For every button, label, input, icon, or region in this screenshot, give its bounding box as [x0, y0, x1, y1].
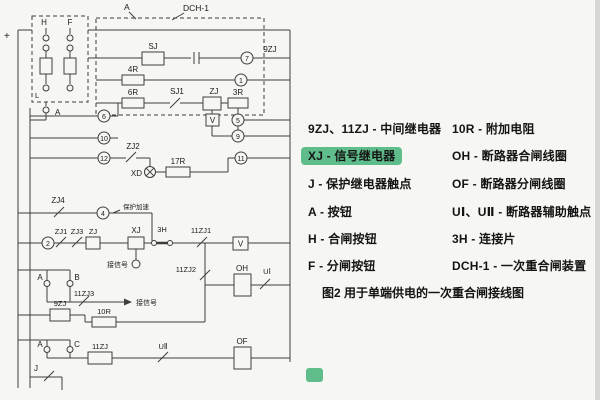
label-xj: XJ: [131, 226, 140, 235]
terminal-6: 6: [30, 103, 119, 123]
label-c1: C: [74, 340, 80, 349]
label-v-top: V: [210, 116, 216, 125]
label-plus: +: [4, 31, 10, 42]
svg-text:5: 5: [236, 118, 240, 125]
svg-text:6: 6: [102, 114, 106, 121]
svg-text:10: 10: [100, 136, 108, 143]
legend-item-10r: 10R - 附加电阻: [452, 122, 535, 136]
label-v-mid: V: [238, 240, 244, 249]
indicator-lamp-xd: [144, 166, 156, 178]
protection-accel-row: ZJ4 4 保护加速: [18, 196, 153, 243]
svg-text:9: 9: [236, 134, 240, 141]
label-17r: 17R: [171, 157, 186, 166]
circuit-schematic: + A DCH-1 H F: [4, 2, 291, 390]
label-zj1: ZJ1: [55, 227, 68, 236]
svg-text:4: 4: [101, 211, 105, 218]
label-u2: UⅡ: [158, 342, 167, 351]
label-zj4: ZJ4: [51, 196, 65, 205]
label-oh: OH: [236, 264, 248, 273]
legend-item-h: H - 合闸按钮: [308, 232, 377, 246]
label-l: L: [35, 91, 39, 100]
label-signal-1: 接信号: [107, 260, 128, 269]
label-zj-mid: ZJ: [89, 227, 98, 236]
label-zj2: ZJ2: [126, 142, 140, 151]
label-f: F: [68, 18, 73, 27]
label-a1: A: [37, 273, 43, 282]
label-zj-coil: ZJ: [210, 87, 219, 96]
legend-item-a: A - 按钮: [308, 205, 353, 219]
highlight-marker: [306, 368, 323, 382]
legend-item-u1-u2: UⅠ、UⅡ - 断路器辅助触点: [452, 205, 592, 219]
label-sj: SJ: [148, 42, 157, 51]
label-10r: 10R: [97, 307, 111, 316]
label-b1: B: [74, 273, 79, 282]
svg-text:2: 2: [46, 241, 50, 248]
pushbutton-box: H F L A: [30, 15, 89, 121]
trip-button-symbol: [63, 28, 77, 92]
terminal-2: 2: [41, 236, 55, 250]
legend-highlight-xj: XJ - 信号继电器: [301, 147, 403, 165]
label-9zj-top: 9ZJ: [263, 45, 276, 54]
label-11zj3: 11ZJ3: [74, 289, 94, 298]
legend-item-dch1: DCH-1 - 一次重合闸装置: [452, 259, 587, 273]
terminal-10: 10: [30, 131, 118, 145]
relay-zj-row: 6R SJ1 ZJ V 3R: [96, 87, 249, 137]
label-u1: UⅠ: [263, 267, 271, 276]
legend-item-9zj-11zj: 9ZJ、11ZJ - 中间继电器: [308, 122, 442, 136]
label-9zj: 9ZJ: [54, 299, 67, 308]
terminal-9: 9: [231, 126, 290, 143]
label-3r: 3R: [233, 88, 243, 97]
figure-caption: 图2 用于单端供电的一次重合闸接线图: [322, 286, 525, 300]
terminal-4: 4: [96, 206, 110, 220]
terminal-5: 5: [231, 108, 290, 127]
reclose-start-row: 2 ZJ1 ZJ3 ZJ XJ 3H 11ZJ1 V 接信号: [18, 225, 290, 269]
protection-contact-branch: J: [30, 364, 63, 390]
link-strip-3h: [151, 240, 173, 246]
relay-9zj-row: 9ZJ 10R: [18, 299, 205, 328]
label-11zj2: 11ZJ2: [176, 265, 196, 274]
legend-item-3h: 3H - 连接片: [452, 232, 516, 246]
svg-text:11: 11: [237, 156, 244, 163]
legend-item-of: OF - 断路器分闸线圈: [452, 177, 566, 191]
closing-coil-row: 11ZJ2 OH UⅠ: [176, 243, 290, 322]
signal-buttons-row: A B 11ZJ3 接信号: [18, 269, 157, 307]
top-labels: A DCH-1: [124, 2, 209, 21]
dch1-device-box: [95, 17, 265, 116]
terminal-11: 11: [234, 151, 248, 165]
legend-item-xj: XJ - 信号继电器: [301, 147, 403, 165]
terminal-12: 12: [30, 151, 111, 165]
label-11zj: 11ZJ: [92, 342, 108, 351]
time-relay-row: SJ 7 9ZJ: [88, 42, 290, 66]
label-of: OF: [236, 337, 247, 346]
label-dch1: DCH-1: [183, 3, 209, 13]
legend-item-j: J - 保护继电器触点: [308, 177, 412, 191]
svg-text:7: 7: [245, 56, 249, 63]
terminal-7: 7: [240, 51, 254, 65]
label-sj1: SJ1: [170, 87, 184, 96]
label-4r: 4R: [128, 65, 138, 74]
label-xd: XD: [131, 169, 142, 178]
legend-item-oh: OH - 断路器合闸线圈: [452, 149, 568, 163]
page-edge-shadow: [595, 0, 600, 400]
svg-text:12: 12: [100, 156, 108, 163]
label-signal-2: 接信号: [136, 298, 157, 307]
close-button-symbol: [39, 28, 53, 92]
svg-text:1: 1: [239, 78, 243, 85]
label-6r: 6R: [128, 88, 138, 97]
label-11zj1: 11ZJ1: [191, 226, 211, 235]
label-a-sub: A: [55, 108, 61, 117]
trip-coil-row: A C 11ZJ UⅡ OF: [18, 337, 290, 370]
label-zj3: ZJ3: [71, 227, 84, 236]
label-protect-accel: 保护加速: [123, 202, 150, 211]
label-j: J: [34, 364, 38, 373]
label-a2: A: [37, 340, 43, 349]
terminal-1: 1: [234, 73, 248, 87]
power-rails: +: [4, 29, 291, 388]
legend-item-f: F - 分闸按钮: [308, 259, 376, 273]
label-3h: 3H: [157, 225, 167, 234]
label-a-top: A: [124, 2, 130, 12]
resistor-4r-row: 4R 1: [96, 65, 290, 87]
signal-lamp-row: ZJ2 XD 17R 11: [110, 142, 290, 178]
label-h: H: [41, 18, 47, 27]
